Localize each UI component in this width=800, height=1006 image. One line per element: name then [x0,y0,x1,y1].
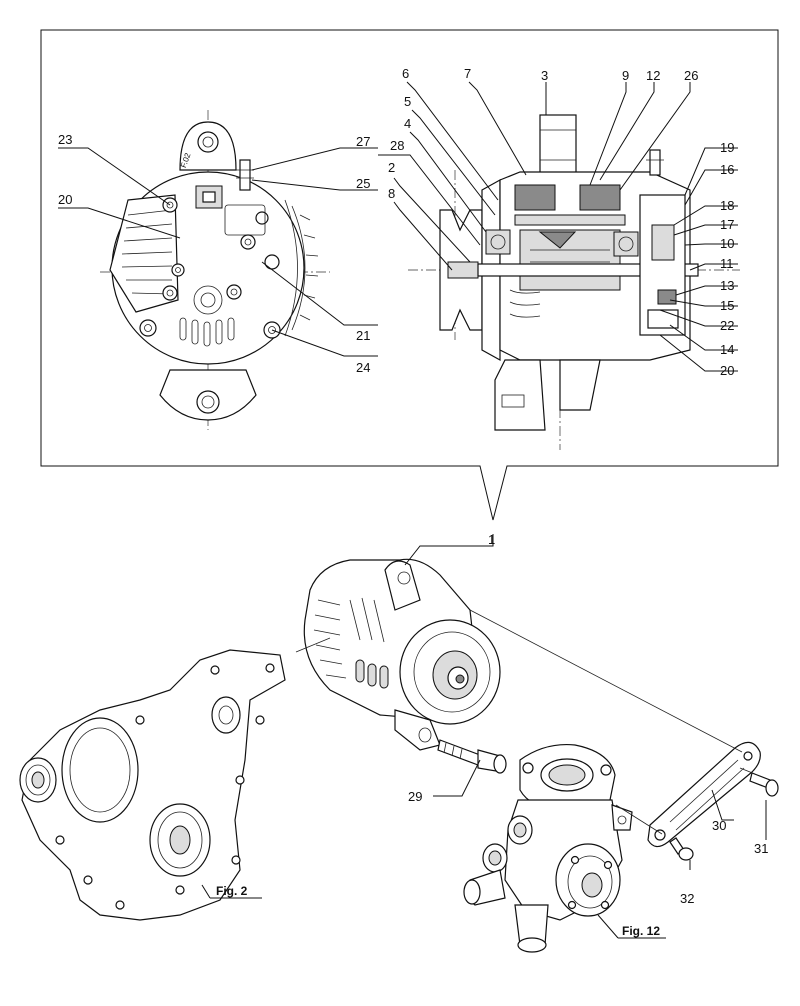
callout-14: 14 [720,342,734,357]
callout-13: 13 [720,278,734,293]
callout-29: 29 [408,789,422,804]
alignment-lines [295,609,743,835]
callout-25: 25 [356,176,370,191]
callout-21: 21 [356,328,370,343]
callout-22: 22 [720,318,734,333]
callout-11: 11 [720,256,734,271]
bolt-29 [437,739,507,774]
callout-1: 1 [488,532,495,547]
callout-9: 9 [622,68,629,83]
bolt-31 [739,767,779,797]
callout-30: 30 [712,818,726,833]
callout-32: 32 [680,891,694,906]
gear-case-cover [19,649,286,921]
exploded-leaders [201,534,767,939]
callout-26: 26 [684,68,698,83]
callout-labels: 1 2 3 4 5 6 7 8 9 10 11 12 13 14 15 16 1… [58,66,768,906]
callout-17: 17 [720,217,734,232]
callout-19: 19 [720,140,734,155]
figure-references: Fig. 2 Fig. 12 [216,884,660,938]
detail-frame [40,29,779,521]
callout-16: 16 [720,162,734,177]
callout-6: 6 [402,66,409,81]
callout-20-section: 20 [720,363,734,378]
water-pump-housing [463,743,633,953]
callout-20-rear: 20 [58,192,72,207]
callout-5: 5 [404,94,411,109]
callout-10: 10 [720,236,734,251]
bolt-32 [669,837,694,861]
callout-7: 7 [464,66,471,81]
alternator-cross-section [408,114,740,450]
cross-section-leaders [378,81,738,372]
callout-12: 12 [646,68,660,83]
callout-2: 2 [388,160,395,175]
callout-8: 8 [388,186,395,201]
alternator-assembly [303,558,501,751]
rear-view-leaders [58,147,378,357]
callout-18: 18 [720,198,734,213]
fig-2-reference: Fig. 2 [216,884,248,898]
callout-15: 15 [720,298,734,313]
callout-24: 24 [356,360,370,375]
callout-23: 23 [58,132,72,147]
alternator-rear-view: F.02 [100,110,330,430]
callout-28: 28 [390,138,404,153]
adjusting-bracket [647,741,761,848]
callout-27: 27 [356,134,370,149]
fig-12-reference: Fig. 12 [622,924,660,938]
callout-31: 31 [754,841,768,856]
callout-4: 4 [404,116,411,131]
callout-3: 3 [541,68,548,83]
